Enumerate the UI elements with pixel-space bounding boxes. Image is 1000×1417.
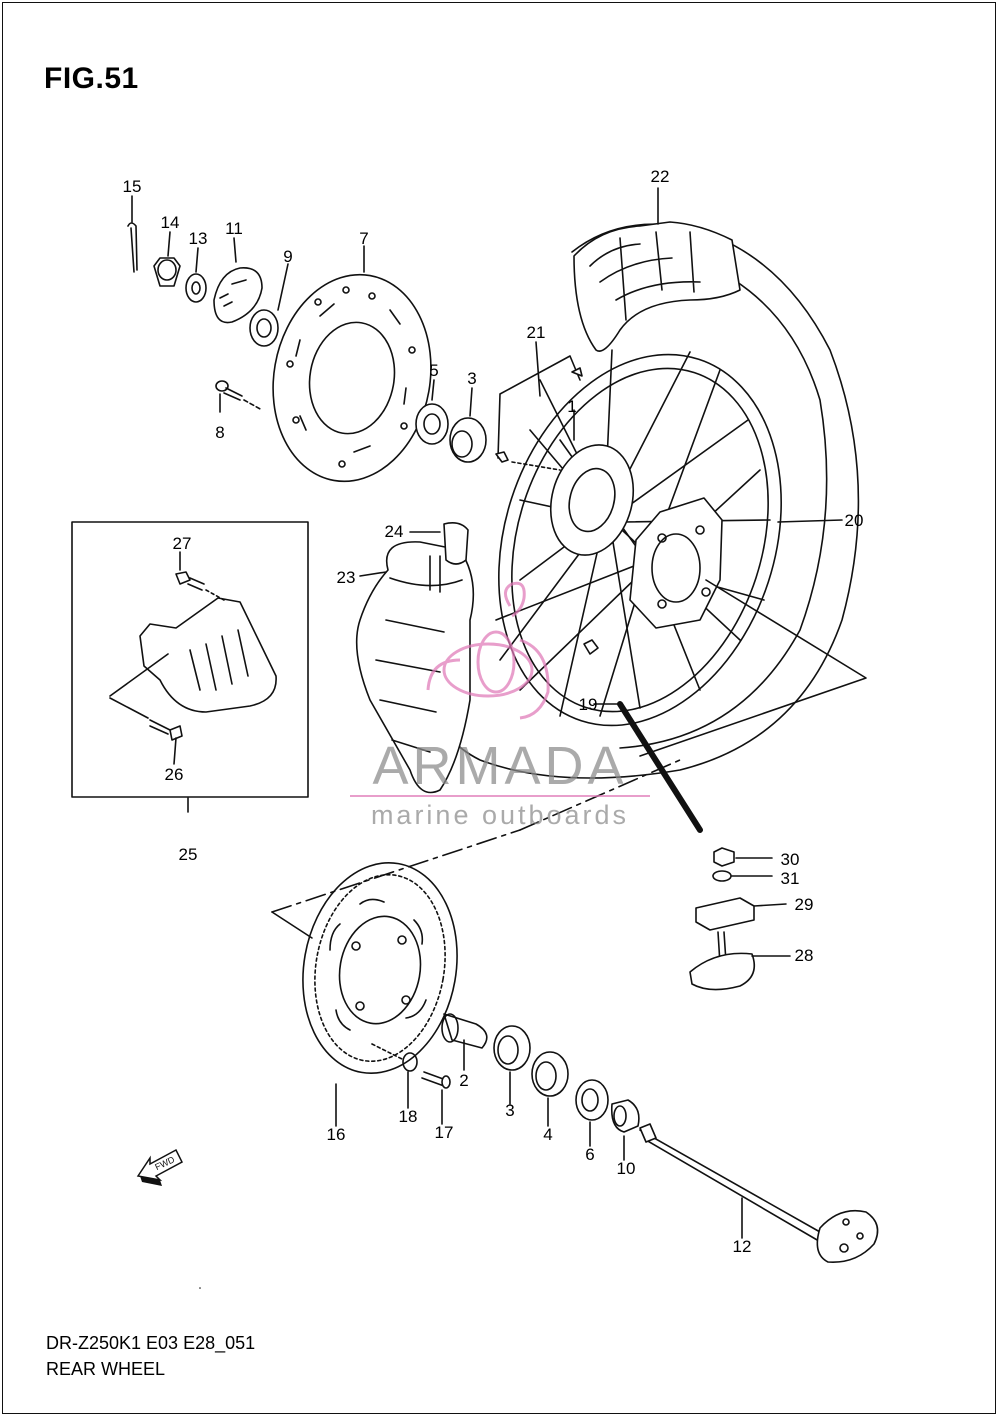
guard-bolt-upper-part [175, 571, 225, 601]
callout-3b: 3 [505, 1101, 514, 1120]
axle-spacer-part [610, 1099, 640, 1133]
disc-bolt-part [215, 380, 263, 411]
callout-24: 24 [385, 522, 404, 541]
callout-29: 29 [795, 895, 814, 914]
fwd-arrow-icon: FWD [136, 1148, 183, 1186]
callout-25: 25 [179, 845, 198, 864]
section-name: REAR WHEEL [46, 1359, 166, 1379]
model-code: DR-Z250K1 E03 E28_051 [46, 1333, 256, 1353]
watermark-brand: ARMADA [372, 736, 627, 796]
callout-1: 1 [567, 397, 576, 416]
callout-31: 31 [781, 869, 800, 888]
sprocket-bolt-part [371, 1043, 451, 1089]
callout-14: 14 [161, 213, 180, 232]
disc-guard-part [109, 597, 277, 719]
armada-logo-icon [426, 581, 550, 720]
rear-axle-part [639, 1123, 879, 1263]
bearing-part-4 [531, 1051, 569, 1097]
cotter-pin-part [127, 222, 138, 273]
callout-17: 17 [435, 1123, 454, 1142]
callout-30: 30 [781, 850, 800, 869]
callout-4: 4 [543, 1125, 552, 1144]
callout-23: 23 [337, 568, 356, 587]
callout-13: 13 [189, 229, 208, 248]
hub-spacer-part [441, 1013, 488, 1049]
brake-disc-part [272, 273, 432, 483]
armada-watermark: ARMADA marine outboards [350, 581, 650, 830]
rear-wheel-assembly [429, 221, 860, 779]
callout-2: 2 [459, 1071, 468, 1090]
nut-part-30 [713, 847, 773, 867]
chain-puller-part [695, 897, 787, 931]
callout-28: 28 [795, 946, 814, 965]
figure-title: FIG.51 [44, 62, 139, 95]
callout-12: 12 [733, 1237, 752, 1256]
guard-bolt-lower-part [149, 719, 183, 741]
bearing-part [449, 417, 487, 463]
callout-20: 20 [845, 511, 864, 530]
callout-21: 21 [527, 323, 546, 342]
dust-seal-part [575, 1079, 609, 1121]
chain-puller-bolt-part [689, 931, 791, 991]
oil-seal-part [415, 403, 449, 445]
inner-tube-part [355, 541, 475, 794]
washer-part [185, 273, 207, 303]
axle-nut-part [153, 257, 181, 287]
disc-guard-detail-box [71, 521, 309, 798]
bearing-lower-part [493, 1025, 531, 1071]
callout-22: 22 [651, 167, 670, 186]
washer-part-31 [712, 870, 773, 882]
chain-adjuster-part [213, 267, 263, 324]
callout-6: 6 [585, 1145, 594, 1164]
callout-16: 16 [327, 1125, 346, 1144]
callout-8: 8 [215, 423, 224, 442]
callout-26: 26 [165, 765, 184, 784]
callout-7: 7 [359, 229, 368, 248]
callout-3a: 3 [467, 369, 476, 388]
callout-19: 19 [579, 695, 598, 714]
callout-11: 11 [225, 219, 243, 238]
callout-15: 15 [123, 177, 142, 196]
rear-sprocket-part [302, 861, 458, 1075]
valve-cap-part [443, 522, 469, 565]
callout-9: 9 [283, 247, 292, 266]
watermark-tagline: marine outboards [371, 800, 629, 830]
sprocket-washer-part [402, 1052, 418, 1072]
callout-10: 10 [617, 1159, 636, 1178]
callout-27: 27 [173, 534, 192, 553]
callout-5: 5 [429, 361, 438, 380]
callout-18: 18 [399, 1107, 418, 1126]
spacer-part [249, 309, 279, 347]
